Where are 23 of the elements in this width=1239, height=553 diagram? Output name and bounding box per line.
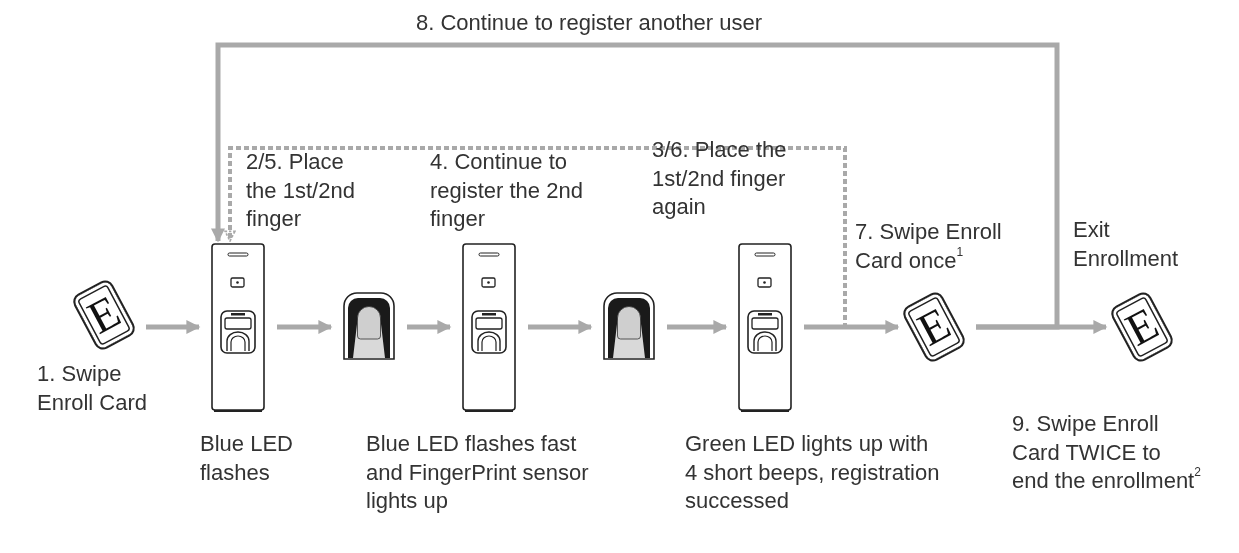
arrow <box>667 320 728 334</box>
card-reader-drawing <box>738 243 792 413</box>
step-label: Exit Enrollment <box>1073 216 1180 273</box>
status-caption: 9. Swipe Enroll Card TWICE to end the enrollment$^{2}$ <box>1012 410 1202 496</box>
step-label: 4. Continue to register the 2nd finger <box>430 148 584 234</box>
step-label: 7. Swipe Enroll Card once$^{1}$ <box>855 218 1003 275</box>
arrow <box>407 320 452 334</box>
fingerprint-sensor-drawing <box>343 292 395 360</box>
arrow <box>211 42 1060 330</box>
fingerprint-sensor-drawing <box>603 292 655 360</box>
arrow <box>277 320 333 334</box>
arrow <box>804 320 900 334</box>
card-reader-drawing <box>211 243 265 413</box>
card-reader-drawing <box>462 243 516 413</box>
step-label: 1. Swipe Enroll Card <box>37 360 149 417</box>
arrow <box>528 320 593 334</box>
status-caption: Blue LED flashes <box>200 430 294 487</box>
dashed-arrow <box>224 146 847 329</box>
step-label: 3/6. Place the 1st/2nd finger again <box>652 136 788 222</box>
status-caption: Blue LED flashes fast and FingerPrint sensor lights up <box>366 430 590 516</box>
arrow <box>146 320 201 334</box>
status-caption: Green LED lights up with 4 short beeps, registration successed <box>685 430 940 516</box>
step-label: 2/5. Place the 1st/2nd finger <box>246 148 356 234</box>
